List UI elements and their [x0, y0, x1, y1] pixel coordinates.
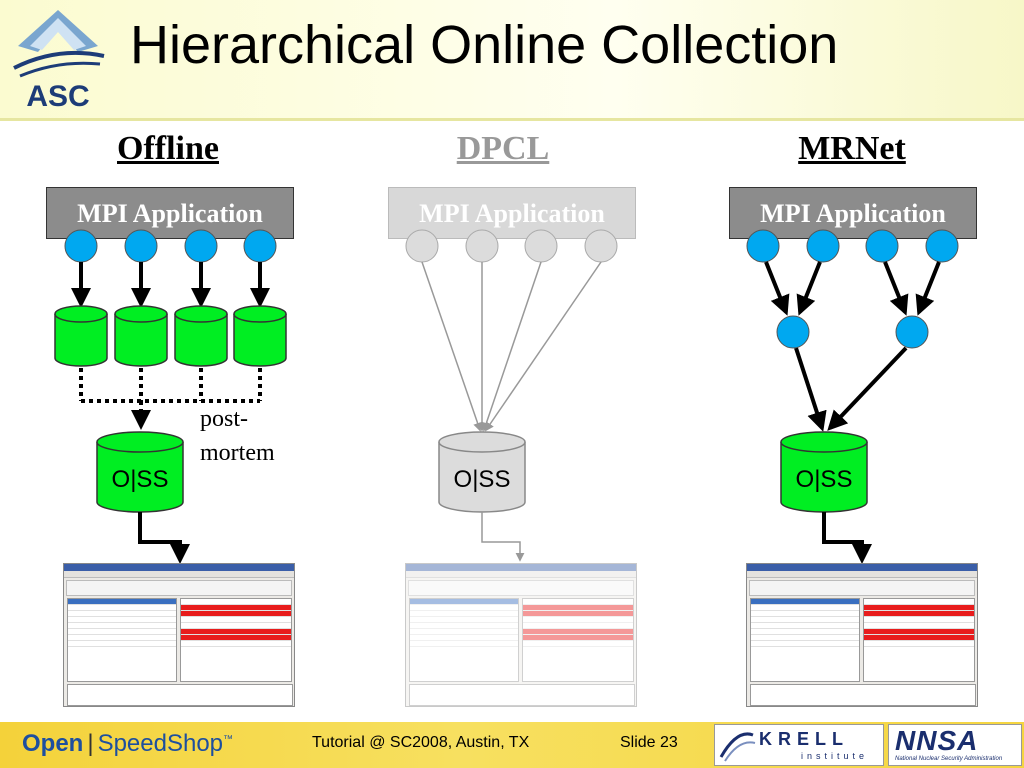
process-node: [865, 229, 899, 263]
oss-label-offline: O|SS: [111, 466, 169, 493]
column-title-mrnet: MRNet: [798, 130, 906, 167]
openspeedshop-logo: Open|SpeedShop™: [22, 730, 233, 758]
gui-screenshot-thumbnail-dpcl: [405, 563, 637, 707]
mrnet-oss-cylinder: [780, 431, 868, 513]
oss-label-mrnet: O|SS: [795, 466, 853, 493]
brand-open: Open: [22, 730, 84, 757]
offline-local-files: [54, 305, 287, 367]
arrow: [421, 261, 482, 432]
brand-speedshop: SpeedShop: [97, 730, 224, 757]
post-mortem-annotation: post- mortem: [200, 402, 275, 470]
annotation-line-1: post-: [200, 406, 248, 432]
process-node: [925, 229, 959, 263]
oss-label-dpcl: O|SS: [453, 466, 511, 493]
process-node: [184, 229, 218, 263]
process-node: [806, 229, 840, 263]
nnsa-logo: NNSA National Nuclear Security Administr…: [888, 724, 1022, 766]
process-node: [243, 229, 277, 263]
nnsa-subtext: National Nuclear Security Administration: [895, 756, 1003, 762]
dpcl-oss-cylinder: [438, 431, 526, 513]
offline-node-arrows: [71, 262, 270, 308]
krell-institute-logo: KRELL institute: [714, 724, 884, 766]
communication-node: [895, 315, 929, 349]
offline-output-arrow: [138, 512, 190, 564]
file-cylinder: [233, 305, 287, 367]
mpi-application-box-mrnet: MPI Application: [729, 187, 977, 239]
arrow: [482, 261, 542, 432]
dpcl-output-arrow: [481, 512, 525, 562]
slide-header: [0, 0, 1024, 118]
mrnet-output-arrow: [822, 512, 872, 564]
arrow: [484, 261, 602, 432]
krell-swoosh-icon: [719, 732, 756, 762]
arrow: [764, 261, 790, 316]
process-node: [465, 229, 499, 263]
arrow: [915, 261, 941, 316]
brand-separator: |: [87, 730, 94, 757]
process-node: [64, 229, 98, 263]
offline-oss-cylinder: [96, 431, 184, 513]
process-node: [524, 229, 558, 263]
nnsa-text: NNSA: [895, 725, 979, 756]
process-node: [405, 229, 439, 263]
communication-node: [776, 315, 810, 349]
mpi-application-box-offline: MPI Application: [46, 187, 294, 239]
brand-trademark: ™: [223, 734, 234, 745]
arrow: [883, 261, 909, 316]
dpcl-direct-arrows: [421, 261, 602, 432]
arrow: [796, 261, 822, 316]
footer-slide-number: Slide 23: [620, 734, 678, 751]
header-divider: [0, 118, 1024, 121]
footer-tutorial-text: Tutorial @ SC2008, Austin, TX: [312, 734, 530, 751]
krell-text: KRELL: [759, 729, 849, 749]
mpi-application-box-dpcl: MPI Application: [388, 187, 636, 239]
annotation-line-2: mortem: [200, 440, 275, 466]
gui-screenshot-thumbnail-offline: [63, 563, 295, 707]
dpcl-process-nodes: [405, 229, 618, 263]
mrnet-process-nodes: [746, 229, 959, 263]
page-title: Hierarchical Online Collection: [130, 15, 839, 75]
column-title-dpcl: DPCL: [456, 130, 550, 167]
process-node: [124, 229, 158, 263]
offline-process-nodes: [64, 229, 277, 263]
offline-dotted-merge: [79, 368, 262, 430]
arrow: [827, 346, 908, 431]
mrnet-intermediate-nodes: [776, 315, 929, 349]
process-node: [584, 229, 618, 263]
asc-logo-icon: ASC: [13, 10, 105, 112]
gui-screenshot-thumbnail-mrnet: [746, 563, 978, 707]
file-cylinder: [54, 305, 108, 367]
file-cylinder: [174, 305, 228, 367]
column-title-offline: Offline: [117, 130, 219, 167]
process-node: [746, 229, 780, 263]
krell-subtext: institute: [801, 751, 869, 761]
file-cylinder: [114, 305, 168, 367]
mrnet-tree-arrows: [764, 261, 941, 432]
arrow: [794, 347, 827, 432]
logo-text: ASC: [26, 80, 89, 112]
